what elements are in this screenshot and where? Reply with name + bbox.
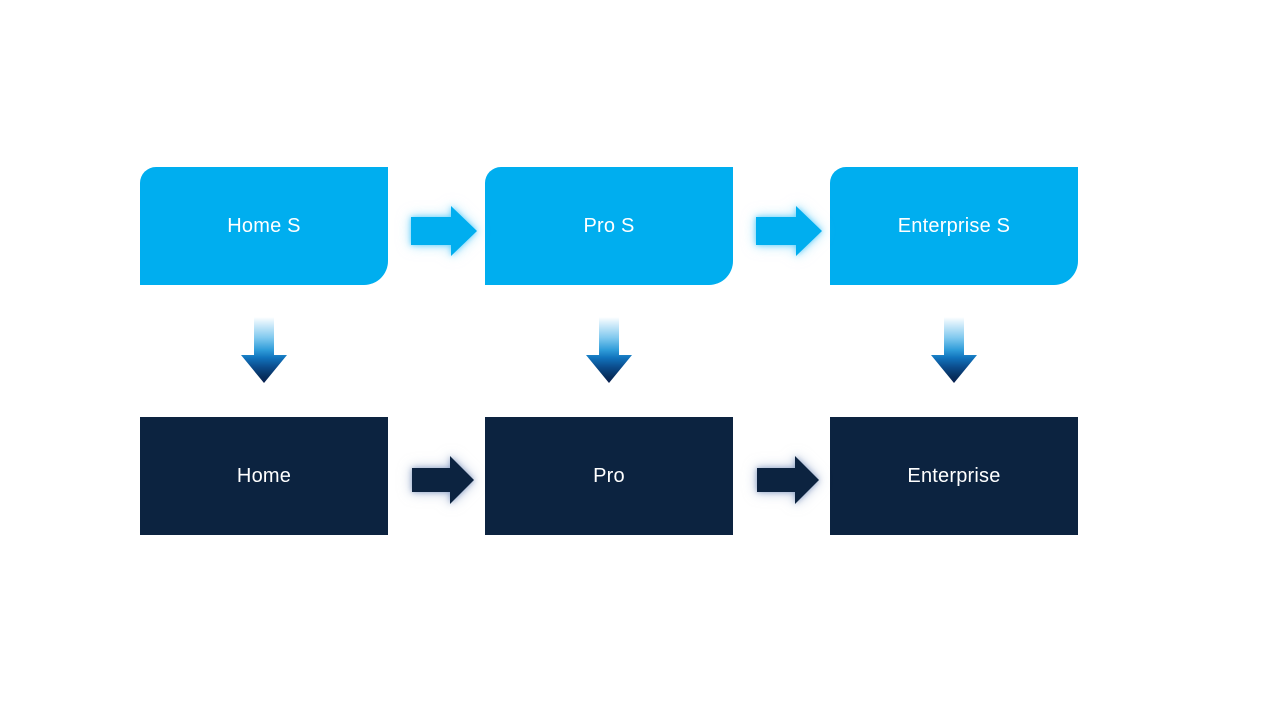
down-arrow-icon	[241, 317, 287, 383]
stage-label: Enterprise S	[897, 214, 1011, 237]
down-arrow-icon	[586, 317, 632, 383]
stage-label: Home	[236, 464, 292, 487]
right-arrow-shape	[757, 456, 819, 504]
right-arrow-icon	[756, 206, 822, 256]
stage-box-home: Home	[140, 417, 388, 535]
right-arrow-shape	[411, 206, 477, 256]
stage-box-enterprise-s: Enterprise S	[830, 167, 1078, 285]
down-arrow-icon	[931, 317, 977, 383]
stage-label: Pro S	[583, 214, 635, 237]
stage-label: Pro	[593, 464, 625, 487]
right-arrow-shape	[412, 456, 474, 504]
right-arrow-icon	[757, 456, 819, 504]
right-arrow-icon	[412, 456, 474, 504]
right-arrow-shape	[756, 206, 822, 256]
right-arrow-icon	[411, 206, 477, 256]
stage-box-enterprise: Enterprise	[830, 417, 1078, 535]
stage-box-pro: Pro	[485, 417, 733, 535]
stage-label: Enterprise	[907, 464, 1001, 487]
stage-box-pro-s: Pro S	[485, 167, 733, 285]
stage-box-home-s: Home S	[140, 167, 388, 285]
stage-label: Home S	[227, 214, 301, 237]
